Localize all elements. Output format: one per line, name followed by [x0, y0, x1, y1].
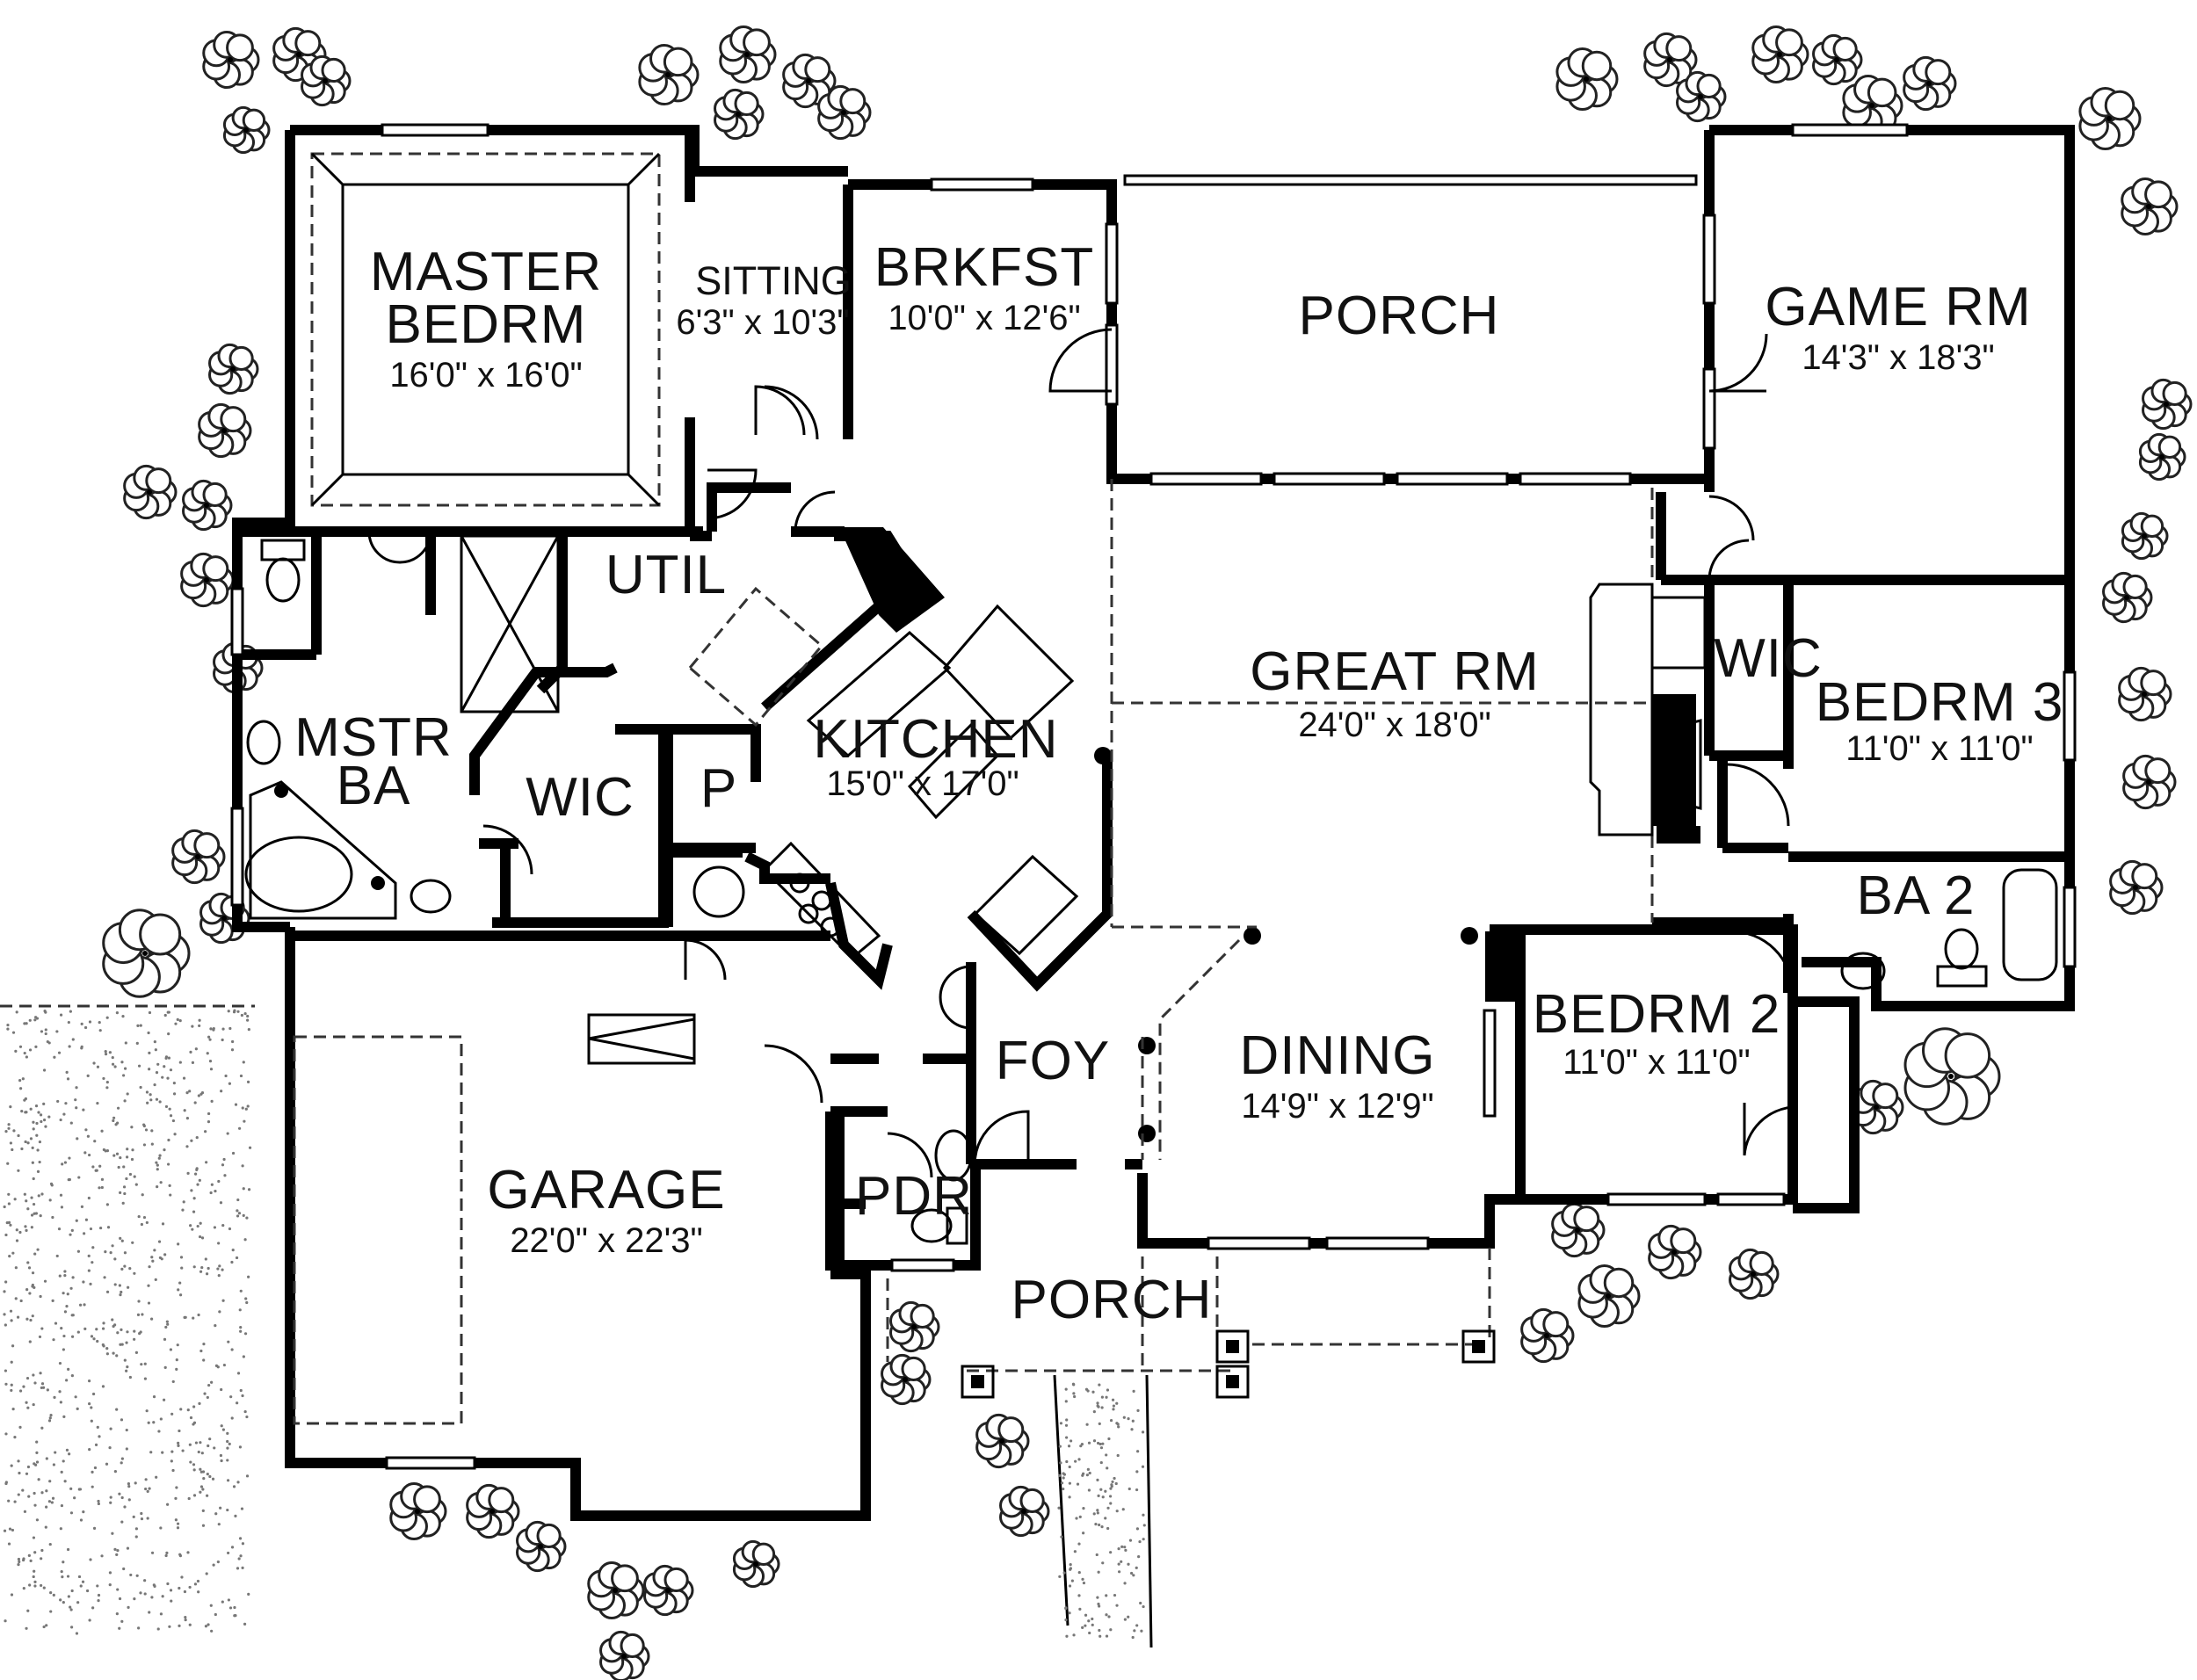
bedroom-3-label: BEDRM 3: [1816, 672, 2064, 733]
pantry-label: P: [700, 758, 737, 819]
powder-label: PDR: [855, 1166, 973, 1227]
porch-rear-label: PORCH: [1299, 286, 1500, 346]
sitting-dims: 6'3" x 10'3": [676, 303, 849, 342]
bedroom-2-dims: 11'0" x 11'0": [1563, 1043, 1750, 1082]
fixtures: [244, 534, 2058, 1399]
master-bedroom-dims: 16'0" x 16'0": [389, 356, 582, 395]
breakfast-dims: 10'0" x 12'6": [888, 299, 1080, 337]
kitchen-label: KITCHEN: [813, 709, 1058, 770]
game-room-label: GAME RM: [1765, 277, 2031, 337]
interior-walls: [237, 482, 1793, 1265]
columns: [1094, 747, 1516, 1142]
foyer-label: FOY: [996, 1031, 1110, 1091]
great-room-dims: 24'0" x 18'0": [1298, 706, 1490, 744]
breakfast-label: BRKFST: [874, 237, 1095, 298]
garage-dims: 22'0" x 22'3": [510, 1221, 702, 1260]
bath-2-label: BA 2: [1857, 865, 1976, 926]
master-bath-label-2: BA: [337, 756, 411, 816]
dashed-boundaries: [293, 152, 1698, 1425]
sitting-label: SITTING: [695, 258, 852, 303]
bedroom-3-dims: 11'0" x 11'0": [1845, 729, 2033, 768]
game-room-dims: 14'3" x 18'3": [1802, 338, 1994, 377]
windows: [230, 123, 2077, 1470]
wic-bed3-label: WIC: [1714, 628, 1823, 689]
driveway-texture: [0, 1004, 255, 1643]
dining-dims: 14'9" x 12'9": [1241, 1087, 1433, 1126]
wic-master-label: WIC: [526, 767, 634, 828]
porch-front-label: PORCH: [1011, 1270, 1213, 1330]
garage-label: GARAGE: [487, 1160, 725, 1220]
master-bedroom-label-1: MASTER: [370, 242, 602, 302]
walkway: [1053, 1374, 1153, 1648]
master-bath-label-1: MSTR: [294, 707, 453, 768]
bedroom-2-label: BEDRM 2: [1533, 984, 1781, 1045]
utility-label: UTIL: [605, 545, 727, 605]
great-room-label: GREAT RM: [1250, 641, 1540, 702]
master-bedroom-label-2: BEDRM: [386, 294, 587, 355]
kitchen-dims: 15'0" x 17'0": [826, 764, 1019, 803]
room-labels: MASTER BEDRM 16'0" x 16'0" SITTING 6'3" …: [294, 237, 2063, 1330]
doors: [367, 328, 1795, 1178]
dining-label: DINING: [1240, 1025, 1436, 1086]
